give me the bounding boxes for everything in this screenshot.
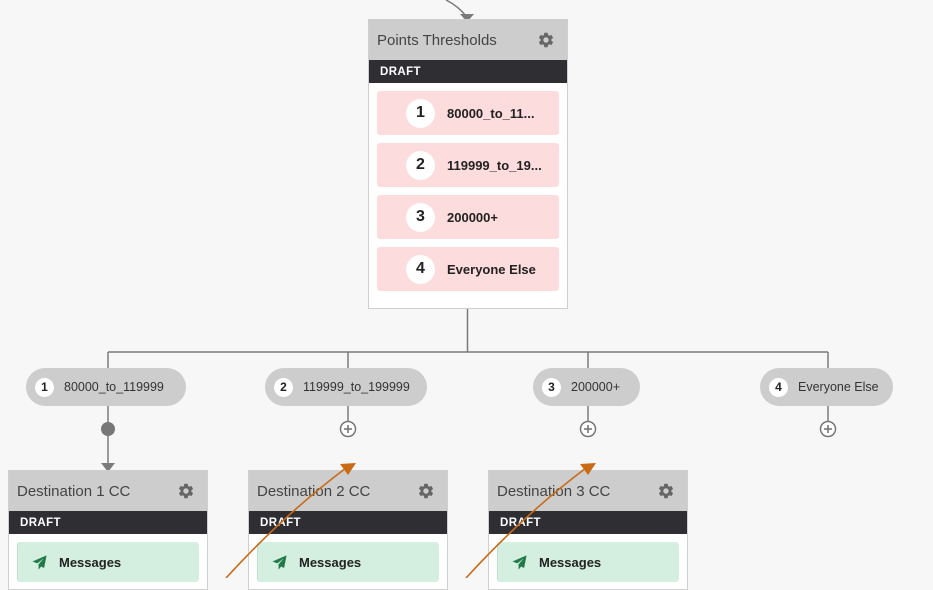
split-node-points-thresholds[interactable]: Points Thresholds DRAFT 1 80000_to_11...…	[368, 19, 568, 309]
add-step-button-2[interactable]	[339, 420, 357, 438]
branch-pill-2[interactable]: 2 119999_to_199999	[265, 368, 427, 406]
messages-step[interactable]: Messages	[257, 542, 439, 582]
pill-label: 80000_to_119999	[64, 380, 164, 394]
destination-status: DRAFT	[489, 511, 687, 534]
pill-number: 4	[769, 377, 788, 397]
pill-label: 119999_to_199999	[303, 380, 410, 394]
pill-number: 2	[274, 377, 293, 397]
destination-node-header: Destination 3 CC	[489, 471, 687, 511]
connection-dot	[101, 422, 115, 436]
destination-node-header: Destination 2 CC	[249, 471, 447, 511]
destination-1-arrowhead	[101, 463, 115, 472]
messages-step[interactable]: Messages	[497, 542, 679, 582]
branch-pill-3[interactable]: 3 200000+	[533, 368, 640, 406]
incoming-connector	[445, 0, 467, 17]
branch-number: 3	[406, 202, 435, 232]
send-icon	[512, 554, 527, 570]
gear-icon[interactable]	[537, 31, 555, 49]
journey-canvas	[101, 0, 837, 472]
branch-label: 80000_to_11...	[447, 105, 535, 121]
destination-status: DRAFT	[249, 511, 447, 534]
split-branch-item-4[interactable]: 4 Everyone Else	[377, 247, 559, 291]
send-icon	[272, 554, 287, 570]
destination-title: Destination 3 CC	[497, 482, 611, 500]
add-step-button-4[interactable]	[819, 420, 837, 438]
split-branch-list: 1 80000_to_11... 2 119999_to_19... 3 200…	[369, 83, 567, 291]
split-branch-item-1[interactable]: 1 80000_to_11...	[377, 91, 559, 135]
pill-label: 200000+	[571, 380, 621, 394]
split-node-header: Points Thresholds	[369, 20, 567, 60]
branch-number: 1	[406, 98, 435, 128]
messages-label: Messages	[539, 554, 602, 570]
branch-pill-4[interactable]: 4 Everyone Else	[760, 368, 893, 406]
split-node-title: Points Thresholds	[377, 31, 497, 49]
incoming-arrowhead	[460, 14, 474, 22]
branch-label: 119999_to_19...	[447, 157, 542, 173]
destination-title: Destination 2 CC	[257, 482, 371, 500]
destination-node-header: Destination 1 CC	[9, 471, 207, 511]
branch-number: 2	[406, 150, 435, 180]
messages-label: Messages	[59, 554, 122, 570]
split-node-status: DRAFT	[369, 60, 567, 83]
destination-node-3[interactable]: Destination 3 CC DRAFT Messages	[488, 470, 688, 590]
messages-step[interactable]: Messages	[17, 542, 199, 582]
destination-node-2[interactable]: Destination 2 CC DRAFT Messages	[248, 470, 448, 590]
gear-icon[interactable]	[177, 482, 195, 500]
gear-icon[interactable]	[417, 482, 435, 500]
pill-number: 1	[35, 377, 54, 397]
split-branch-item-3[interactable]: 3 200000+	[377, 195, 559, 239]
send-icon	[32, 554, 47, 570]
add-step-button-3[interactable]	[579, 420, 597, 438]
messages-label: Messages	[299, 554, 362, 570]
branch-pill-1[interactable]: 1 80000_to_119999	[26, 368, 186, 406]
destination-title: Destination 1 CC	[17, 482, 131, 500]
branch-number: 4	[406, 254, 435, 284]
pill-label: Everyone Else	[798, 380, 879, 394]
branch-label: 200000+	[447, 209, 498, 225]
branch-label: Everyone Else	[447, 261, 536, 277]
destination-status: DRAFT	[9, 511, 207, 534]
destination-node-1[interactable]: Destination 1 CC DRAFT Messages	[8, 470, 208, 590]
pill-number: 3	[542, 377, 561, 397]
gear-icon[interactable]	[657, 482, 675, 500]
split-branch-item-2[interactable]: 2 119999_to_19...	[377, 143, 559, 187]
